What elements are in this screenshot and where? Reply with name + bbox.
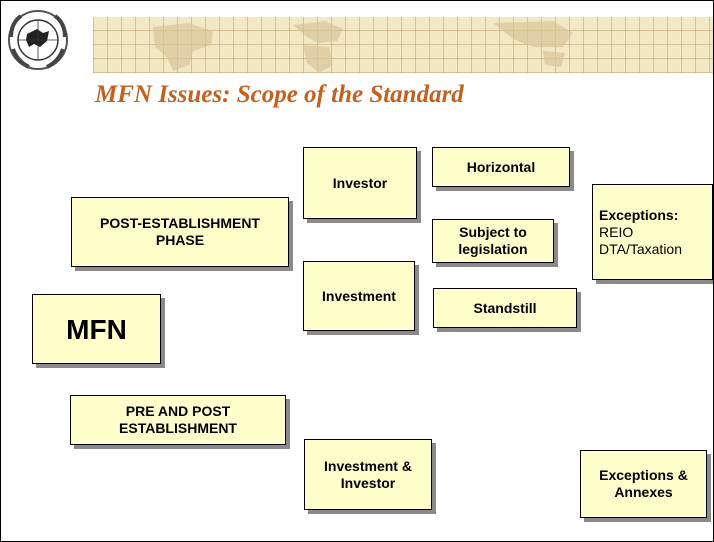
subject-to-legislation-box: Subject to legislation bbox=[432, 219, 554, 263]
slide-title: MFN Issues: Scope of the Standard bbox=[95, 81, 464, 108]
exceptions-box: Exceptions: REIO DTA/Taxation bbox=[592, 184, 713, 280]
investment-investor-line-1: Investment & bbox=[324, 457, 412, 474]
horizontal-label: Horizontal bbox=[466, 158, 536, 175]
un-emblem-icon bbox=[8, 10, 68, 70]
investment-investor-box: Investment & Investor bbox=[304, 439, 432, 510]
pre-and-post-line-1: PRE AND POST bbox=[125, 403, 231, 419]
investment-investor-line-2: Investor bbox=[340, 474, 396, 491]
exceptions-item-dta-taxation: DTA/Taxation bbox=[599, 240, 682, 257]
mfn-label: MFN bbox=[66, 313, 127, 345]
exceptions-annexes-box: Exceptions & Annexes bbox=[580, 450, 707, 518]
exceptions-annexes-line-1: Exceptions & bbox=[599, 467, 688, 483]
mfn-box: MFN bbox=[32, 294, 161, 364]
post-establishment-line-1: POST-ESTABLISHMENT bbox=[100, 215, 260, 231]
horizontal-box: Horizontal bbox=[432, 147, 570, 187]
standstill-box: Standstill bbox=[433, 288, 577, 328]
exceptions-item-reio: REIO bbox=[599, 223, 634, 240]
subject-to-legislation-line-1: Subject to bbox=[459, 224, 527, 240]
standstill-label: Standstill bbox=[473, 299, 537, 316]
subject-to-legislation-line-2: legislation bbox=[458, 241, 528, 257]
investor-label: Investor bbox=[332, 174, 388, 191]
exceptions-annexes-line-2: Annexes bbox=[614, 484, 673, 500]
investment-box: Investment bbox=[303, 261, 415, 331]
investor-box: Investor bbox=[303, 147, 417, 219]
post-establishment-line-2: PHASE bbox=[155, 232, 205, 248]
post-establishment-box: POST-ESTABLISHMENT PHASE bbox=[71, 197, 289, 267]
world-map-banner bbox=[93, 17, 713, 73]
pre-and-post-establishment-box: PRE AND POST ESTABLISHMENT bbox=[70, 395, 286, 445]
pre-and-post-line-2: ESTABLISHMENT bbox=[119, 420, 237, 436]
investment-label: Investment bbox=[322, 287, 396, 304]
exceptions-heading: Exceptions: bbox=[599, 206, 679, 223]
